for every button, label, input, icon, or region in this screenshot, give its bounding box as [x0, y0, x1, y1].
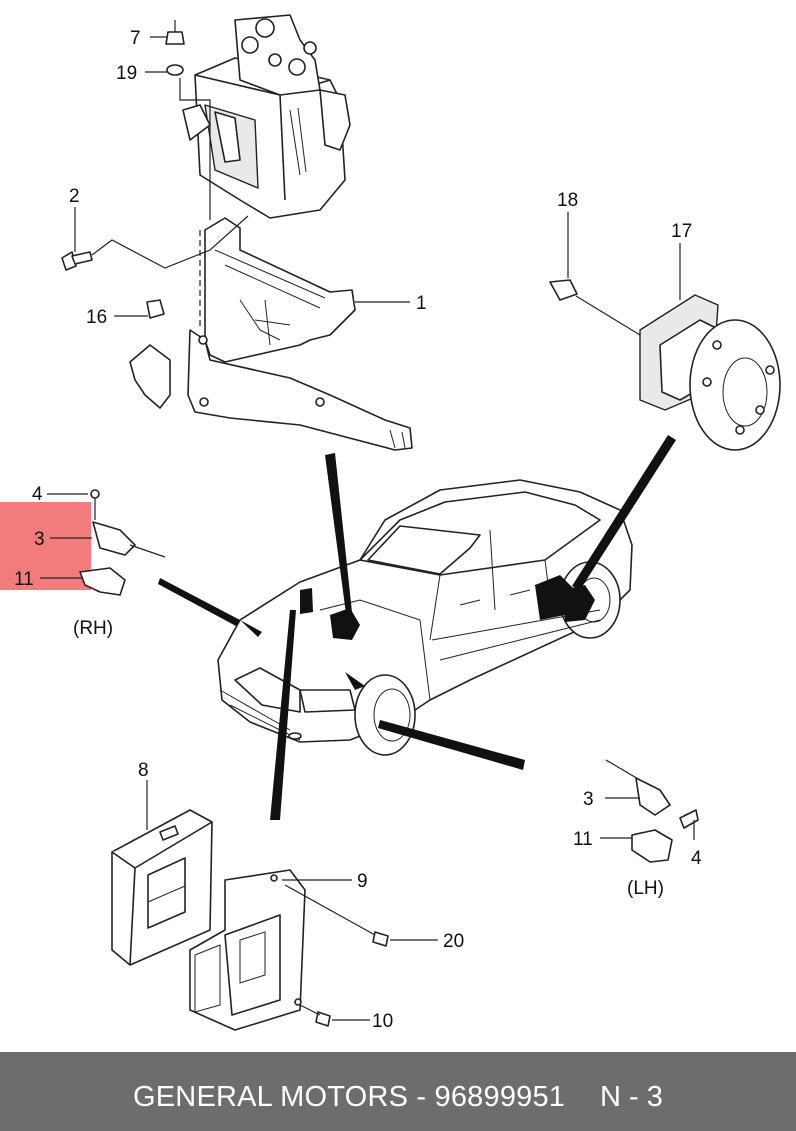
brand-part-number: GENERAL MOTORS - 96899951	[133, 1081, 566, 1113]
nut-16	[146, 299, 165, 319]
car-illustration	[217, 479, 633, 756]
callout-2: 2	[69, 186, 80, 207]
footer-bar: GENERAL MOTORS - 96899951 N - 3	[0, 1052, 796, 1131]
callout-1: 1	[416, 293, 427, 314]
parts-diagram: 7 19 2 16 1 18 17 4 3 11 (RH) 8 3 11 4 (…	[0, 14, 781, 1032]
screw-20	[372, 931, 389, 947]
bolt-2	[61, 251, 93, 271]
lh-wheel-speed-sensor	[605, 759, 699, 863]
rh-wheel-speed-sensor	[79, 489, 166, 596]
label-rh: (RH)	[73, 618, 113, 639]
washer-19	[166, 64, 184, 76]
ecu-location-mark	[300, 588, 313, 614]
nut-7	[165, 20, 185, 45]
callout-18: 18	[557, 190, 578, 211]
highlight-region	[0, 502, 91, 590]
callout-19: 19	[116, 63, 137, 84]
callout-4-lh: 4	[691, 848, 702, 869]
callout-16: 16	[86, 307, 107, 328]
callout-10: 10	[372, 1011, 393, 1032]
label-lh: (LH)	[627, 878, 664, 899]
page-reference: N - 3	[600, 1081, 663, 1113]
callout-7: 7	[130, 28, 141, 49]
abs-bracket	[129, 217, 413, 451]
wheel-hub-assembly	[549, 279, 781, 451]
callout-8: 8	[138, 760, 149, 781]
callout-9: 9	[357, 871, 368, 892]
callout-11-lh: 11	[573, 829, 593, 850]
screw-10	[315, 1011, 331, 1027]
callout-4-rh: 4	[32, 484, 43, 505]
callout-3-lh: 3	[583, 789, 594, 810]
abs-location-mark	[330, 608, 360, 640]
abs-modulator-unit	[182, 14, 351, 219]
callout-20: 20	[443, 931, 464, 952]
callout-11-rh: 11	[14, 569, 34, 590]
ecu-module	[111, 809, 213, 966]
ecu-mounting-bracket	[189, 869, 306, 1031]
callout-17: 17	[671, 221, 692, 242]
callout-3-rh: 3	[34, 529, 45, 550]
